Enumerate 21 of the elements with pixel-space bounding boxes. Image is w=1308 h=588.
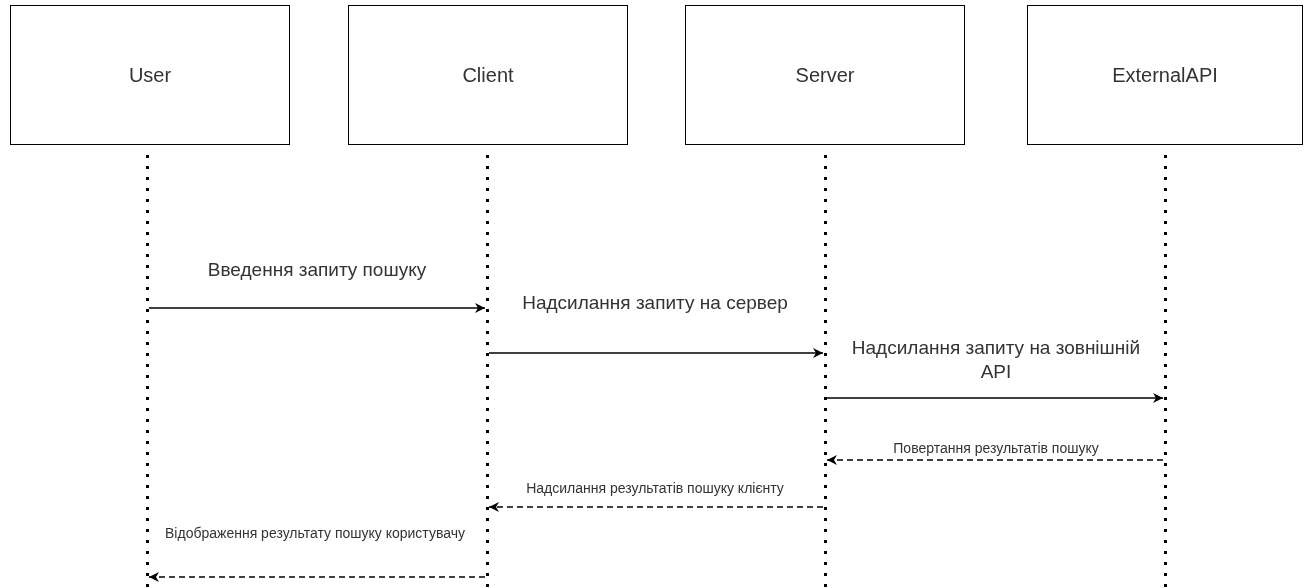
lifeline xyxy=(823,155,827,588)
participant-name: Client xyxy=(462,63,514,87)
participant-box xyxy=(348,5,628,145)
arrow xyxy=(148,303,486,313)
edge-label: Відображення результату пошуку користувачу xyxy=(163,525,467,543)
lifeline xyxy=(145,155,149,588)
participant-box xyxy=(1027,5,1303,145)
participant-box xyxy=(10,5,290,145)
arrow xyxy=(488,502,824,512)
arrow xyxy=(488,348,824,358)
arrow xyxy=(826,455,1164,465)
edge-label: Надсилання результатів пошуку клієнту xyxy=(524,480,786,498)
participant-name: ExternalAPI xyxy=(1112,63,1218,87)
arrow xyxy=(148,572,486,582)
arrow xyxy=(826,393,1164,403)
participant-name: User xyxy=(128,63,172,87)
lifeline xyxy=(1163,155,1167,588)
edge-label: Повертання результатів пошуку xyxy=(891,440,1101,458)
lifeline xyxy=(485,155,489,588)
participant-name: Server xyxy=(795,63,855,87)
participant-box xyxy=(685,5,965,145)
